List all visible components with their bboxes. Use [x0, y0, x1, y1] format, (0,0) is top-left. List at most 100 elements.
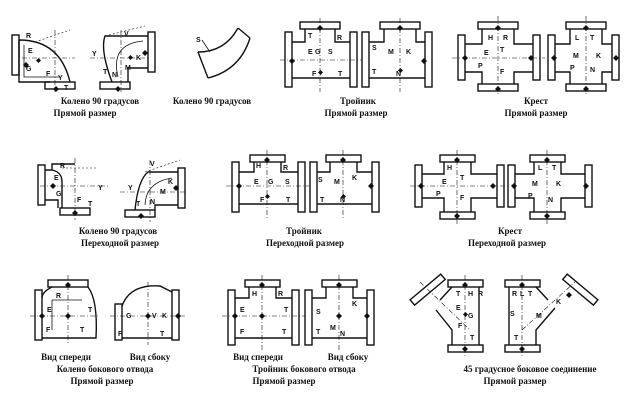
label-H: H	[256, 163, 261, 170]
label-P: P	[478, 63, 483, 70]
label-H: H	[252, 291, 257, 298]
label-F: F	[458, 323, 463, 330]
elbow90-straight-right: V Y T N M K	[90, 25, 156, 92]
elbow90-simple: S	[196, 27, 251, 79]
caption-elbow90-simple: Колено 90 градусов	[172, 96, 252, 106]
cross-reducing: H E T P F L T M K P N	[410, 150, 593, 224]
label-G: G	[126, 313, 132, 320]
label-Y: Y	[58, 75, 63, 82]
label-M: M	[536, 313, 542, 320]
label-K: K	[168, 179, 173, 186]
label-G: G	[26, 66, 32, 73]
label-T: T	[320, 197, 325, 204]
label-T: T	[470, 335, 475, 342]
caption-straight-size-4: Прямой размер	[70, 376, 134, 386]
label-T: T	[528, 291, 533, 298]
elbow90-reducing-left: R E G F T Y	[37, 158, 110, 220]
label-R: R	[503, 35, 508, 42]
side-outlet-tee: H R E T F T S K M T N	[222, 275, 375, 350]
caption-elbow90-straight: Колено 90 градусов	[60, 96, 140, 106]
caption-side-outlet-tee: Тройник бокового отвода	[252, 364, 356, 374]
label-Y: Y	[128, 185, 133, 192]
label-N: N	[340, 197, 345, 204]
label-T: T	[500, 47, 505, 54]
label-E: E	[28, 48, 33, 55]
label-R: R	[337, 35, 342, 42]
label-N: N	[112, 72, 117, 79]
caption-front-view-2: Вид спереди	[233, 352, 283, 362]
caption-reducing-size-1: Переходной размер	[80, 238, 160, 248]
label-T: T	[282, 329, 287, 336]
tee-straight: T E G S R F T S M K T N	[280, 18, 433, 92]
label-Y: Y	[92, 51, 97, 58]
caption-straight-size-1: Прямой размер	[53, 108, 117, 118]
label-V: V	[152, 313, 157, 320]
label-G: G	[315, 49, 321, 56]
label-T: T	[590, 35, 595, 42]
caption-front-view-1: Вид спереди	[41, 352, 91, 362]
caption-tee-reducing: Тройник	[286, 226, 322, 236]
label-F: F	[312, 71, 317, 78]
label-M: M	[573, 53, 579, 60]
label-N: N	[150, 199, 155, 206]
elbow90-reducing-right: V Y T N M K	[120, 159, 186, 222]
caption-straight-size-3: Прямой размер	[504, 108, 568, 118]
label-R: R	[478, 291, 483, 298]
label-S: S	[372, 45, 377, 52]
label-M: M	[334, 179, 340, 186]
label-H: H	[468, 291, 473, 298]
label-R: R	[26, 33, 31, 40]
label-E: E	[254, 179, 259, 186]
label-T: T	[460, 175, 465, 182]
label-T: T	[372, 69, 377, 76]
label-T: T	[64, 85, 69, 92]
caption-reducing-size-2: Переходной размер	[265, 238, 345, 248]
label-K: K	[556, 299, 561, 306]
label-T: T	[136, 201, 141, 208]
elbow90-straight-left: R E G F Y T	[11, 29, 76, 92]
tee-reducing: H R E G S F T S M K T N	[226, 150, 380, 220]
label-S: S	[285, 179, 290, 186]
label-T: T	[286, 197, 291, 204]
caption-reducing-size-3: Переходной размер	[467, 238, 547, 248]
label-K: K	[162, 313, 167, 320]
label-P: P	[570, 65, 575, 72]
label-E: E	[240, 307, 245, 314]
label-R: R	[60, 163, 65, 170]
label-R: R	[283, 165, 288, 172]
label-M: M	[388, 49, 394, 56]
caption-side-view-2: Вид сбоку	[327, 352, 369, 362]
label-E: E	[47, 307, 52, 314]
label-K: K	[596, 53, 601, 60]
label-T: T	[88, 201, 93, 208]
label-N: N	[590, 67, 595, 74]
label-V: V	[150, 161, 155, 168]
label-F: F	[46, 71, 51, 78]
label-K: K	[136, 55, 141, 62]
label-T: T	[80, 327, 85, 334]
caption-side-outlet-elbow: Колено бокового отвода	[56, 364, 154, 374]
label-T: T	[103, 69, 108, 76]
label-E: E	[442, 179, 447, 186]
label-G: G	[468, 313, 474, 320]
label-P: P	[528, 193, 533, 200]
label-M: M	[125, 65, 131, 72]
label-F: F	[500, 69, 505, 76]
label-S: S	[510, 311, 515, 318]
label-S: S	[196, 37, 201, 44]
label-T: T	[88, 307, 93, 314]
label-F: F	[240, 329, 245, 336]
caption-cross-reducing: Крест	[497, 226, 523, 236]
label-T: T	[316, 329, 321, 336]
label-V: V	[124, 31, 129, 38]
cross-straight: H R E T P F L T M K P N	[452, 16, 620, 96]
label-M: M	[160, 189, 166, 196]
label-L: L	[520, 291, 525, 298]
label-T: T	[284, 307, 289, 314]
label-N: N	[396, 71, 401, 78]
label-G: G	[268, 179, 274, 186]
label-L: L	[575, 35, 580, 42]
label-K: K	[352, 301, 357, 308]
label-N: N	[340, 331, 345, 338]
